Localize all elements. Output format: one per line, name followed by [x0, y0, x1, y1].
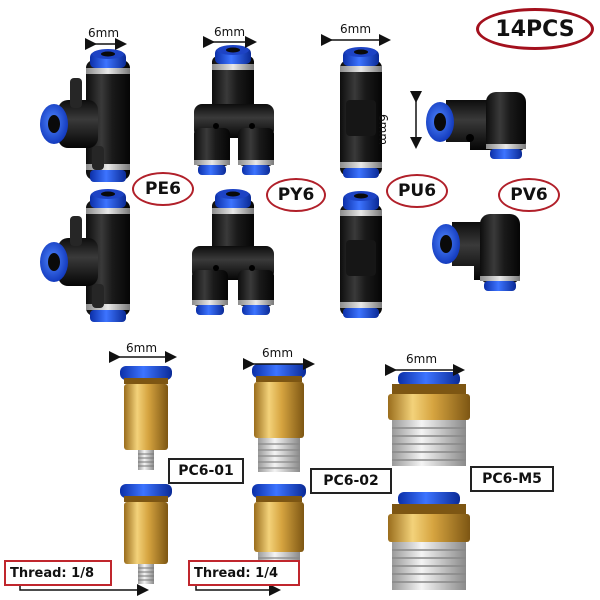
pv6-elbow-fitting-bottom [432, 214, 520, 291]
pc6-02-brass-fitting-top [252, 364, 306, 472]
model-label-pu6: PU6 [386, 174, 448, 208]
pc6-01-brass-fitting-top [120, 366, 172, 470]
pc6-m5-brass-fitting-bottom [388, 492, 470, 590]
pe6-tee-fitting-top [40, 49, 130, 182]
model-label-pc6-02: PC6-02 [310, 468, 392, 494]
pc6-m5-brass-fitting-top [388, 372, 470, 466]
model-label-pv6: PV6 [498, 178, 560, 212]
dimension-label-pc6-m5: 6mm [406, 352, 438, 366]
dimension-label-pe6: 6mm [88, 26, 120, 40]
dimension-label-pc6-02: 6mm [262, 346, 294, 360]
dimension-label-pc6-01: 6mm [126, 341, 158, 355]
model-label-pc6-m5: PC6-M5 [470, 466, 554, 492]
model-label-pe6: PE6 [132, 172, 194, 206]
pu6-straight-fitting-top [340, 47, 382, 178]
thread-label-1-8: Thread: 1/8 [4, 560, 112, 586]
dimension-label-pu6: 6mm [340, 22, 372, 36]
pe6-tee-fitting-bottom [40, 189, 130, 322]
pc6-01-brass-fitting-bottom [120, 484, 172, 584]
dimension-arrows [19, 34, 465, 596]
dimension-label-pv6: 6mm [376, 114, 390, 146]
model-label-py6: PY6 [266, 178, 326, 212]
quantity-badge: 14PCS [476, 8, 594, 50]
thread-label-1-4: Thread: 1/4 [188, 560, 300, 586]
model-label-pc6-01: PC6-01 [168, 458, 244, 484]
pu6-straight-fitting-bottom [340, 191, 382, 318]
pv6-elbow-fitting-top [426, 92, 526, 159]
dimension-label-py6: 6mm [214, 25, 246, 39]
py6-y-fitting-top [194, 45, 274, 175]
py6-y-fitting-bottom [192, 189, 274, 315]
